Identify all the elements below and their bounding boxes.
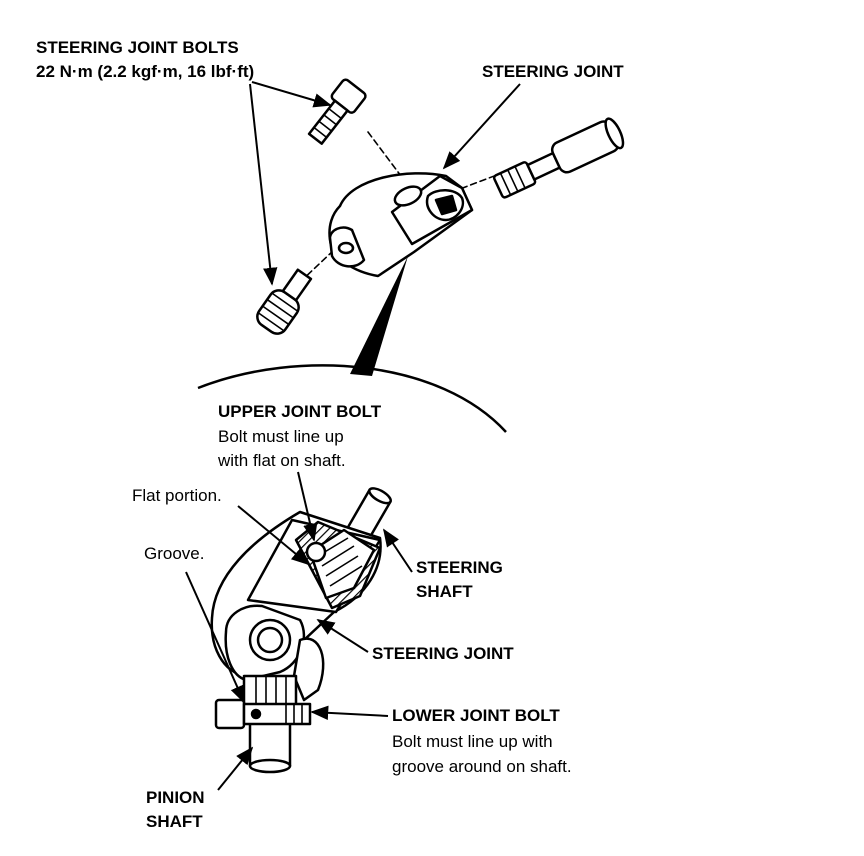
arrow-to-flat-portion bbox=[237, 505, 310, 566]
pinion-shaft-label-2: SHAFT bbox=[146, 812, 203, 831]
lower-joint-bolt-note-2: groove around on shaft. bbox=[392, 757, 572, 776]
torque-spec-value: 22 N·m (2.2 kgf·m, 16 lbf·ft) bbox=[36, 62, 255, 81]
upper-joint-bolt-note-1: Bolt must line up bbox=[218, 427, 344, 446]
upper-joint-bolt-note-2: with flat on shaft. bbox=[218, 451, 346, 470]
torque-spec-title: STEERING JOINT BOLTS bbox=[36, 38, 239, 57]
upper-joint-bolt-part bbox=[307, 78, 367, 145]
lower-joint-bolt-installed bbox=[214, 698, 312, 730]
steering-shaft-label-1: STEERING bbox=[416, 558, 503, 577]
universal-cross bbox=[224, 604, 325, 702]
steering-shaft-part-top bbox=[492, 117, 625, 199]
arrow-to-lower-joint-bolt bbox=[310, 705, 389, 721]
arrow-to-pinion-shaft bbox=[217, 746, 254, 791]
flat-portion-hatched-shaft bbox=[294, 520, 382, 610]
arrow-to-upper-bolt bbox=[251, 81, 332, 108]
steering-joint-label-top: STEERING JOINT bbox=[482, 62, 624, 81]
lower-joint-bolt-note-1: Bolt must line up with bbox=[392, 732, 553, 751]
pinion-shaft-label-1: PINION bbox=[146, 788, 205, 807]
arrow-to-steering-joint-top bbox=[442, 83, 521, 170]
bottom-leaders bbox=[185, 471, 413, 791]
lower-detail-view bbox=[210, 487, 392, 774]
view-pointer-wedge bbox=[350, 256, 408, 376]
arrow-to-groove bbox=[185, 571, 245, 704]
groove-label: Groove. bbox=[144, 544, 205, 563]
flat-portion-label: Flat portion. bbox=[132, 486, 222, 505]
lower-joint-bolt-part bbox=[256, 268, 313, 335]
arrow-to-upper-joint-bolt bbox=[297, 471, 318, 542]
arrow-to-steering-shaft bbox=[383, 528, 413, 573]
lower-joint-bolt-title: LOWER JOINT BOLT bbox=[392, 706, 560, 725]
steering-shaft-label-2: SHAFT bbox=[416, 582, 473, 601]
steering-joint-part-top bbox=[328, 172, 474, 278]
steering-joint-label-bottom: STEERING JOINT bbox=[372, 644, 514, 663]
arrow-to-lower-bolt bbox=[249, 83, 278, 286]
upper-exploded-view bbox=[256, 78, 625, 335]
lower-bolt-alignment-line bbox=[299, 249, 335, 283]
view-boundary-curve bbox=[197, 364, 507, 433]
upper-bolt-alignment-line bbox=[367, 131, 405, 181]
top-leaders bbox=[249, 81, 521, 286]
arrow-to-steering-joint-bottom bbox=[316, 619, 369, 653]
upper-joint-bolt-title: UPPER JOINT BOLT bbox=[218, 402, 382, 421]
